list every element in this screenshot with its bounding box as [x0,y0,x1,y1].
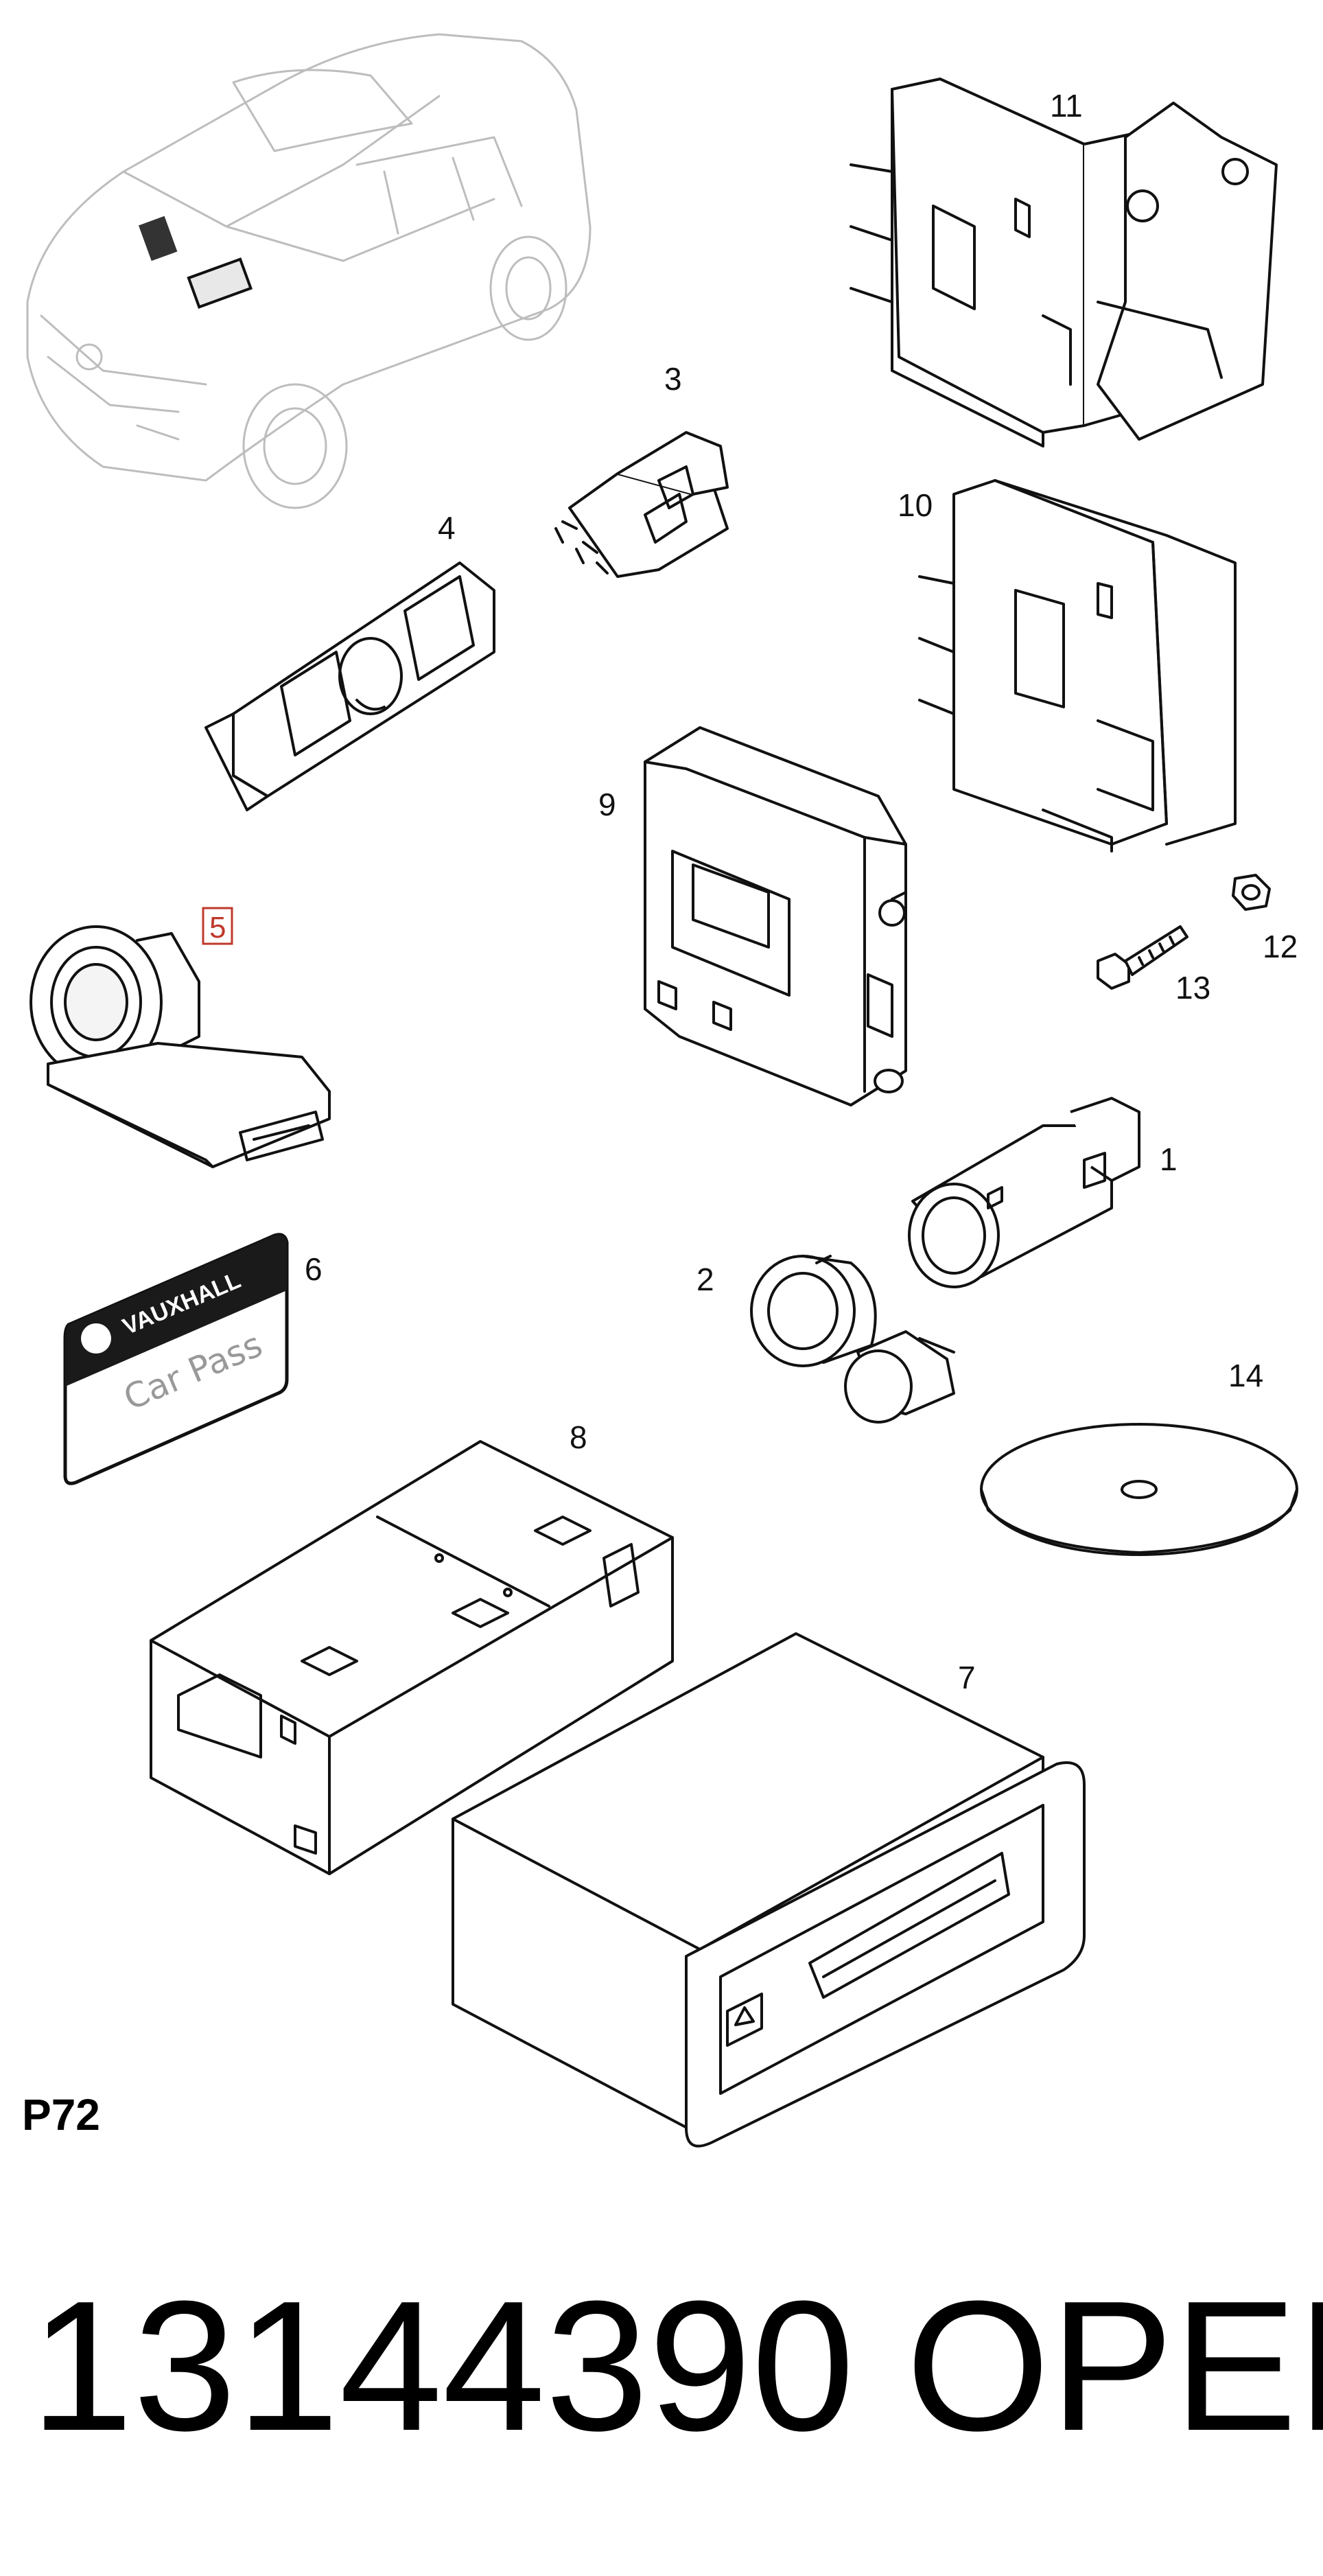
callout-4: 4 [438,510,456,546]
part-10-housing [918,479,1237,852]
callout-2: 2 [696,1262,714,1297]
part-8-mounting-frame [150,1440,674,1875]
part-4-switch-panel [204,561,495,811]
callout-6: 6 [305,1251,323,1287]
part-11-bracket [850,78,1278,448]
callout-11: 11 [1050,88,1083,124]
callout-8: 8 [570,1419,587,1455]
callout-7: 7 [958,1660,976,1695]
callout-5-box [202,907,233,945]
part-13-screw [1097,925,1189,990]
part-9-control-unit [644,726,907,1106]
callouts: 1 2 3 4 5 6 7 8 9 10 11 12 13 14 [202,88,1298,1695]
callout-3: 3 [664,361,682,397]
part-14-disc [980,1423,1298,1556]
part-6-car-pass-card: VAUXHALL Car Pass [63,1233,289,1485]
callout-5: 5 [209,911,226,944]
callout-13: 13 [1175,970,1210,1006]
part-3-switch [554,431,729,578]
make-name: OPEL [906,2263,1323,2470]
part-2-socket-cap [750,1255,955,1424]
part-5-ignition-ring [30,925,331,1168]
callout-14: 14 [1228,1358,1263,1393]
part-1-socket [908,1097,1140,1288]
part-number: 13144390 [30,2263,854,2470]
callout-9: 9 [598,787,616,822]
part-12-nut [1232,874,1271,911]
page-code: P72 [22,2090,100,2139]
callout-1: 1 [1160,1141,1178,1177]
vehicle-overview [26,33,592,509]
part-7-unit-bezel [452,1632,1086,2148]
callout-12: 12 [1263,929,1298,964]
callout-10: 10 [898,487,933,523]
